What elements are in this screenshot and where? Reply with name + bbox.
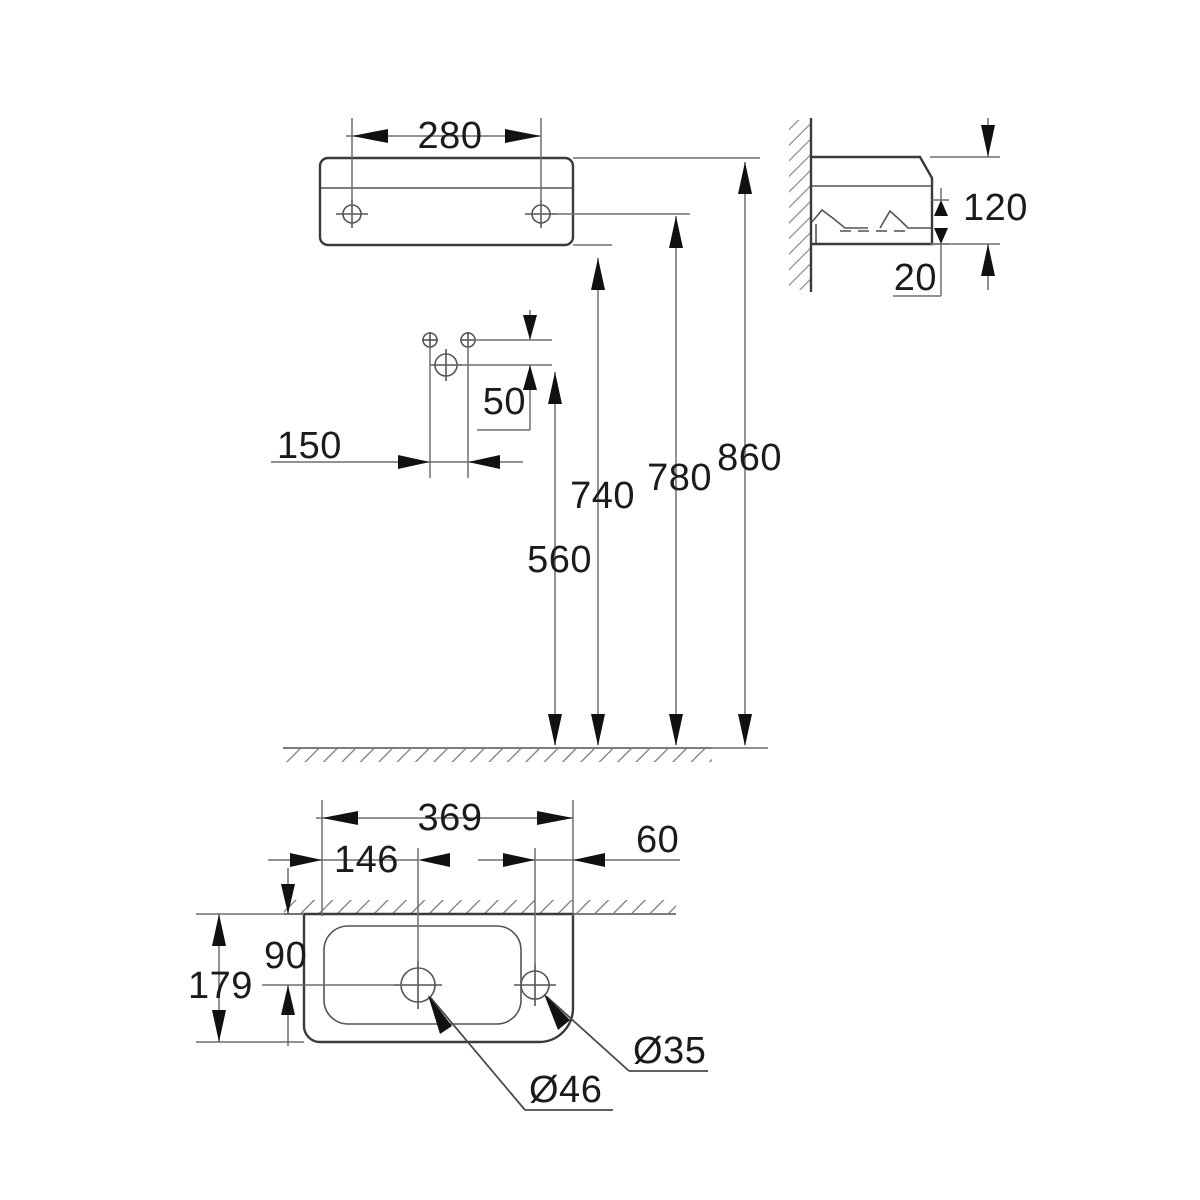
- dimension-179: 179: [188, 913, 304, 1043]
- dimension-560-label: 560: [527, 539, 592, 581]
- floor-hatching: [283, 748, 712, 762]
- floor-line: [283, 747, 768, 762]
- dimension-120: 120: [930, 118, 1028, 290]
- dimension-60: 60: [478, 819, 680, 966]
- dimension-146-label: 146: [334, 839, 399, 881]
- tap-hole-35: [514, 964, 556, 1006]
- dimension-860-label: 860: [717, 437, 782, 479]
- dimension-860: 860: [573, 157, 782, 746]
- leader-tap-hole-label: Ø35: [633, 1030, 706, 1072]
- dimension-780-label: 780: [647, 457, 712, 499]
- dimension-780: 780: [556, 213, 712, 746]
- basin-side-outline: [811, 155, 934, 246]
- dimension-280-label: 280: [418, 115, 483, 157]
- basin-side-profile-left: [811, 208, 868, 229]
- dimension-90: 90: [262, 868, 418, 1046]
- leader-waste-hole: Ø46: [428, 995, 613, 1111]
- plan-wall-hatching: [284, 900, 676, 914]
- dimension-740: 740: [570, 244, 635, 746]
- dimension-60-label: 60: [636, 819, 679, 861]
- dimension-369-label: 369: [418, 797, 483, 839]
- dimension-90-label: 90: [264, 935, 307, 977]
- dimension-50: 50: [446, 310, 552, 431]
- basin-plan-bowl: [323, 925, 522, 1025]
- plan-view: [284, 900, 676, 1044]
- leader-waste-hole-label: Ø46: [529, 1069, 602, 1111]
- dimension-150: 150: [271, 346, 523, 478]
- leader-tap-hole: Ø35: [544, 994, 708, 1072]
- basin-plan-outline: [302, 912, 575, 1044]
- dimension-20: 20: [893, 188, 949, 299]
- dimension-20-label: 20: [894, 257, 937, 299]
- dimension-50-label: 50: [483, 381, 526, 423]
- dimension-740-label: 740: [570, 475, 635, 517]
- side-elevation-view: [789, 118, 934, 292]
- dimension-146: 146: [268, 839, 450, 962]
- side-wall-hatching: [789, 120, 811, 290]
- basin-side-profile-right: [879, 209, 931, 229]
- dimension-280: 280: [346, 115, 542, 222]
- dimension-560: 560: [527, 372, 592, 746]
- dimension-150-label: 150: [277, 425, 342, 467]
- dimension-369: 369: [316, 797, 574, 916]
- dimension-120-label: 120: [963, 187, 1028, 229]
- dimension-179-label: 179: [188, 965, 253, 1007]
- basin-front-outline: [318, 156, 575, 247]
